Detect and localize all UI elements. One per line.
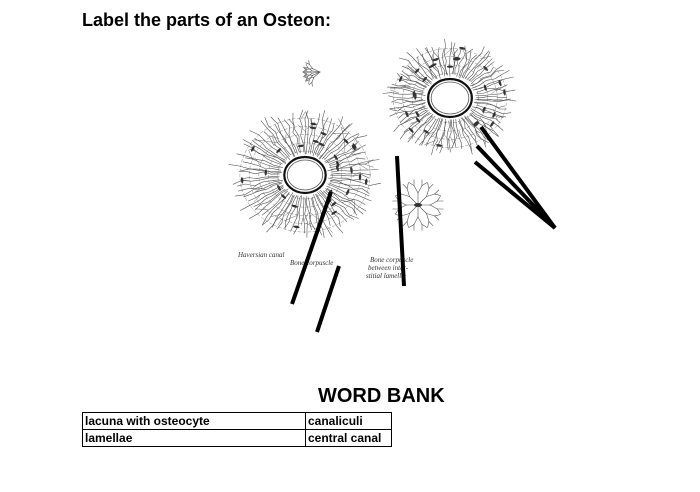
pointer-line-4 <box>479 125 557 230</box>
word-bank-title: WORD BANK <box>318 385 445 407</box>
label-bone-corpuscle-interstitial-1: Bone corpuscle <box>370 256 413 264</box>
pointer-line-6 <box>473 160 557 230</box>
label-bone-corpuscle-interstitial-2: between inter- <box>368 264 409 272</box>
worksheet-title: Label the parts of an Osteon: <box>82 10 332 30</box>
word-bank-term: central canal <box>305 429 392 447</box>
word-bank-term: lamellae <box>82 429 306 447</box>
word-bank-term: canaliculi <box>305 412 392 430</box>
pointer-line-3 <box>395 155 406 287</box>
table-row: lacuna with osteocyte canaliculi <box>82 412 392 430</box>
osteon-drawing <box>228 38 517 238</box>
word-bank-table: lacuna with osteocyte canaliculi lamella… <box>82 412 392 447</box>
label-bone-corpuscle-interstitial-3: stitial lamellæ <box>366 272 406 280</box>
table-row: lamellae central canal <box>82 429 392 447</box>
pointer-line-1 <box>290 191 333 305</box>
label-haversian-canal: Haversian canal <box>237 251 285 259</box>
pointer-line-5 <box>475 144 557 230</box>
pointer-line-2 <box>315 265 341 333</box>
word-bank-term: lacuna with osteocyte <box>82 412 306 430</box>
label-bone-corpuscle: Bone corpuscle <box>290 259 333 267</box>
pointer-lines <box>290 125 557 333</box>
